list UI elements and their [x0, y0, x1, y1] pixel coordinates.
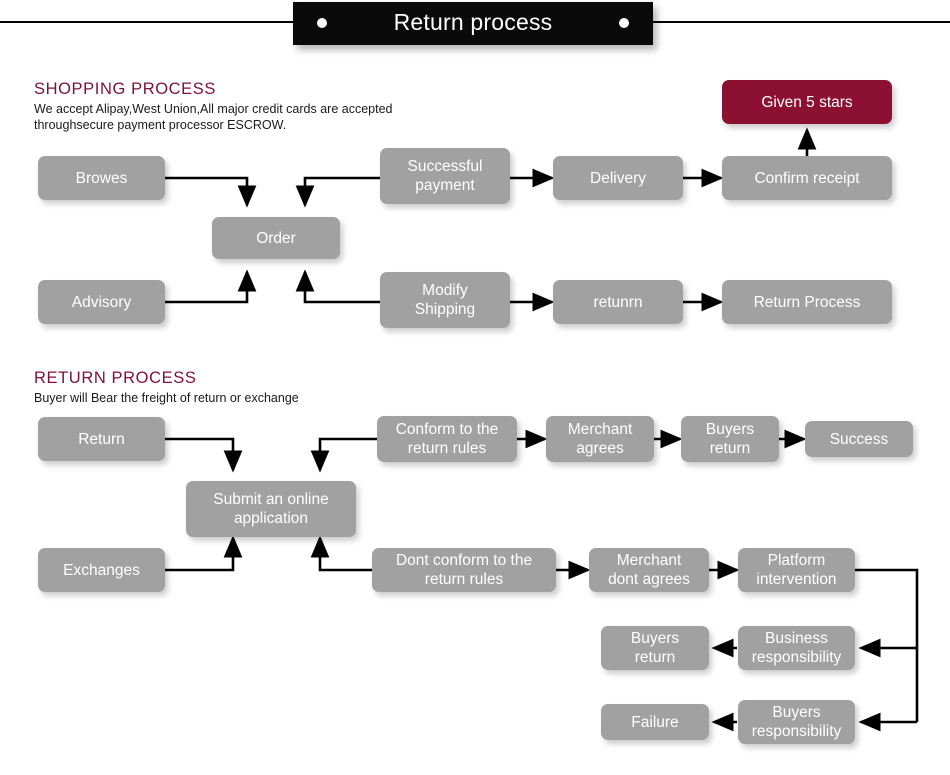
node-business-responsibility[interactable]: Business responsibility: [738, 626, 855, 670]
bullet-dot-icon-right: [619, 18, 629, 28]
node-success[interactable]: Success: [805, 421, 913, 457]
node-confirm-receipt[interactable]: Confirm receipt: [722, 156, 892, 200]
section-title-shopping-process: SHOPPING PROCESS: [34, 80, 216, 98]
section-title-return-process: RETURN PROCESS: [34, 369, 197, 387]
node-given-5-stars[interactable]: Given 5 stars: [722, 80, 892, 124]
node-exchanges[interactable]: Exchanges: [38, 548, 165, 592]
node-buyers-responsibility[interactable]: Buyers responsibility: [738, 700, 855, 744]
wire-exchanges-to-submit: [165, 535, 243, 572]
wire-conform-to-submit: [310, 437, 377, 473]
wire-advisory-to-order: [165, 269, 257, 304]
node-platform-intervention[interactable]: Platform intervention: [738, 548, 855, 592]
node-return-process[interactable]: Return Process: [722, 280, 892, 324]
node-dont-conform-return-rules[interactable]: Dont conform to the return rules: [372, 548, 556, 592]
wire-return-to-submit: [165, 437, 243, 473]
node-merchant-dont-agrees[interactable]: Merchant dont agrees: [589, 548, 709, 592]
wire-payment-to-order: [295, 176, 380, 208]
node-conform-return-rules[interactable]: Conform to the return rules: [377, 416, 517, 462]
bullet-dot-icon-left: [317, 18, 327, 28]
banner-rule-right: [650, 21, 950, 23]
wire-modify-to-order: [295, 269, 380, 304]
node-merchant-agrees[interactable]: Merchant agrees: [546, 416, 654, 462]
node-buyers-return-top[interactable]: Buyers return: [681, 416, 779, 462]
node-modify-shipping[interactable]: Modify Shipping: [380, 272, 510, 328]
node-failure[interactable]: Failure: [601, 704, 709, 740]
node-delivery[interactable]: Delivery: [553, 156, 683, 200]
page-title: Return process: [393, 9, 553, 35]
node-successful-payment[interactable]: Successful payment: [380, 148, 510, 204]
node-advisory[interactable]: Advisory: [38, 280, 165, 324]
node-buyers-return-mid[interactable]: Buyers return: [601, 626, 709, 670]
node-submit-online-application[interactable]: Submit an online application: [186, 481, 356, 537]
node-retunrn[interactable]: retunrn: [553, 280, 683, 324]
node-browes[interactable]: Browes: [38, 156, 165, 200]
wire-platform-trunk: [855, 568, 919, 722]
node-order[interactable]: Order: [212, 217, 340, 259]
banner-rule-left: [0, 21, 300, 23]
node-return[interactable]: Return: [38, 417, 165, 461]
page-title-banner: Return process: [293, 2, 653, 45]
section-subtitle-shopping-process: We accept Alipay,West Union,All major cr…: [34, 102, 393, 132]
wire-dontconform-to-submit: [310, 535, 372, 572]
wire-browes-to-order: [165, 176, 257, 208]
section-subtitle-return-process: Buyer will Bear the freight of return or…: [34, 391, 299, 405]
